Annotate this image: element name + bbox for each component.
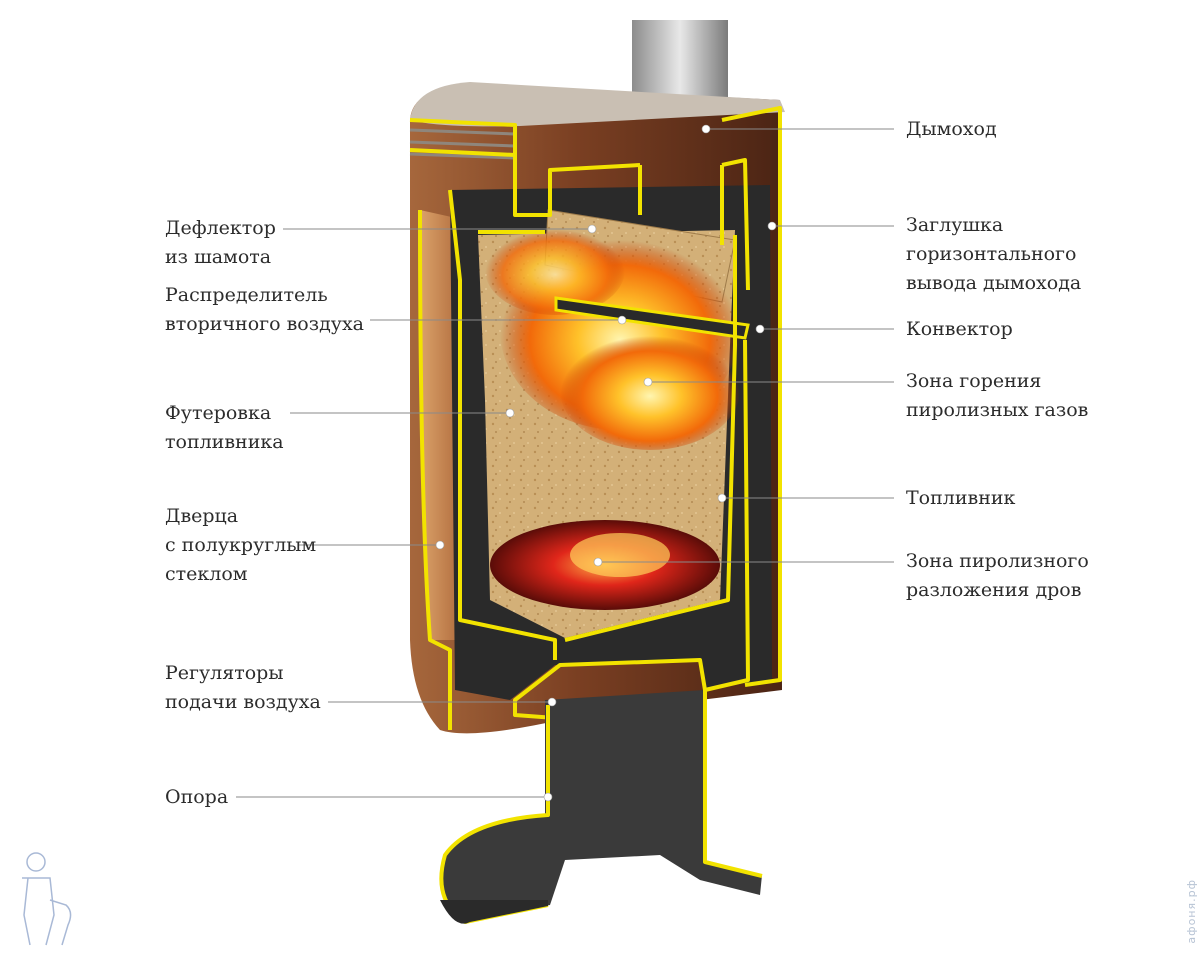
label-line: Дымоход bbox=[906, 118, 997, 140]
dot-pyrolysis-zone bbox=[593, 557, 603, 567]
label-firebox: Топливник bbox=[906, 484, 1015, 513]
support-leg bbox=[440, 690, 762, 920]
flame-middle bbox=[560, 330, 740, 450]
label-line: из шамота bbox=[165, 246, 272, 268]
label-line: стеклом bbox=[165, 563, 248, 585]
dot-convector bbox=[755, 324, 765, 334]
dot-air-distributor bbox=[617, 315, 627, 325]
section-outlines bbox=[409, 106, 782, 730]
label-pyrolysis-gas-zone: Зона горения пиролизных газов bbox=[906, 367, 1088, 425]
label-line: подачи воздуха bbox=[165, 691, 321, 713]
flame-top bbox=[485, 225, 625, 315]
label-convector: Конвектор bbox=[906, 315, 1013, 344]
label-firebox-lining: Футеровка топливника bbox=[165, 399, 284, 457]
label-line: Футеровка bbox=[165, 402, 272, 424]
label-line: Топливник bbox=[906, 487, 1016, 509]
dot-support bbox=[543, 792, 553, 802]
support-base-plate bbox=[440, 900, 548, 924]
label-horizontal-flue-plug: Заглушка горизонтального вывода дымохода bbox=[906, 211, 1081, 298]
embers-glow bbox=[570, 533, 670, 577]
label-line: Опора bbox=[165, 786, 229, 808]
dot-regulators bbox=[547, 697, 557, 707]
label-support: Опора bbox=[165, 783, 228, 812]
dot-lining bbox=[505, 408, 515, 418]
label-line: Распределитель bbox=[165, 284, 328, 306]
dot-flue-plug bbox=[767, 221, 777, 231]
top-plate-ribs bbox=[409, 128, 516, 160]
label-line: Регуляторы bbox=[165, 662, 284, 684]
label-chamotte-deflector: Дефлектор из шамота bbox=[165, 214, 276, 272]
label-line: Заглушка bbox=[906, 214, 1004, 236]
label-chimney: Дымоход bbox=[906, 115, 997, 144]
label-line: с полукруглым bbox=[165, 534, 317, 556]
dot-gas-zone bbox=[643, 377, 653, 387]
label-door-semicircular-glass: Дверца с полукруглым стеклом bbox=[165, 502, 316, 589]
plumber-logo bbox=[22, 852, 72, 946]
leader-lines bbox=[236, 128, 894, 798]
label-line: Дефлектор bbox=[165, 217, 276, 239]
label-secondary-air-distributor: Распределитель вторичного воздуха bbox=[165, 281, 364, 339]
label-line: топливника bbox=[165, 431, 284, 453]
label-line: Дверца bbox=[165, 505, 239, 527]
dot-firebox bbox=[717, 493, 727, 503]
dot-deflector bbox=[587, 224, 597, 234]
label-wood-pyrolysis-zone: Зона пиролизного разложения дров bbox=[906, 547, 1089, 605]
dot-chimney bbox=[701, 124, 711, 134]
label-line: пиролизных газов bbox=[906, 399, 1089, 421]
leader-dots bbox=[435, 124, 777, 802]
label-line: горизонтального bbox=[906, 243, 1077, 265]
label-line: Конвектор bbox=[906, 318, 1013, 340]
top-plate bbox=[410, 82, 785, 127]
dot-door bbox=[435, 540, 445, 550]
label-line: разложения дров bbox=[906, 579, 1082, 601]
label-line: Зона горения bbox=[906, 370, 1042, 392]
secondary-air-plate bbox=[554, 296, 750, 340]
watermark: афоня.рф bbox=[1185, 879, 1198, 944]
label-line: вторичного воздуха bbox=[165, 313, 364, 335]
label-line: Зона пиролизного bbox=[906, 550, 1089, 572]
label-line: вывода дымохода bbox=[906, 272, 1082, 294]
label-air-regulators: Регуляторы подачи воздуха bbox=[165, 659, 321, 717]
